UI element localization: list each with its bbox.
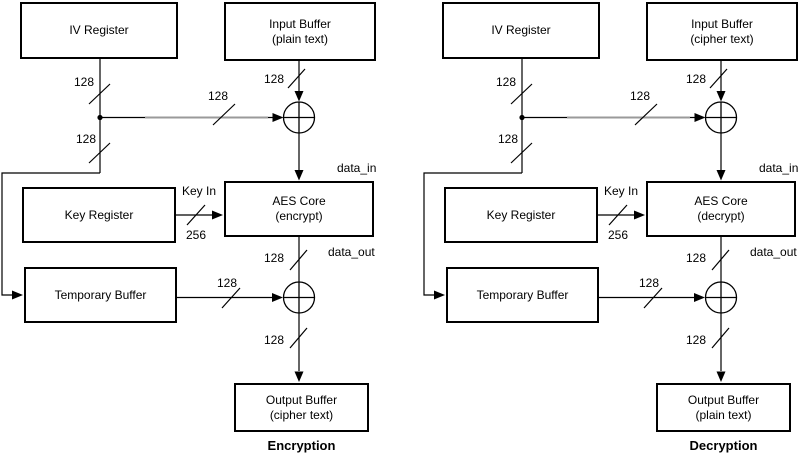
iv-register-label: IV Register (491, 23, 551, 37)
decryption-diagram: IV Register Input Buffer (cipher text) K… (422, 0, 799, 457)
temporary-buffer-box: Temporary Buffer (24, 267, 177, 323)
aes-core-box: AES Core (decrypt) (646, 181, 796, 237)
bus-width-label-key: 256 (608, 228, 629, 242)
output-buffer-label: Output Buffer (687, 392, 760, 407)
bus-width-label-temp: 128 (217, 276, 238, 290)
aes-core-box: AES Core (encrypt) (224, 181, 374, 237)
bus-width-label-output: 128 (264, 333, 285, 347)
key-register-box: Key Register (444, 187, 598, 243)
bus-width-label-iv-bottom: 128 (498, 132, 519, 146)
output-buffer-sublabel: (plain text) (695, 407, 752, 422)
aes-core-sublabel: (encrypt) (275, 209, 323, 223)
bus-width-label-iv-xor: 128 (630, 89, 651, 103)
iv-register-label: IV Register (69, 23, 129, 37)
input-buffer-box: Input Buffer (cipher text) (646, 2, 798, 61)
output-buffer-box: Output Buffer (cipher text) (234, 383, 369, 432)
iv-register-box: IV Register (442, 2, 600, 59)
iv-register-box: IV Register (20, 2, 178, 59)
input-buffer-sublabel: (plain text) (271, 31, 329, 46)
input-buffer-box: Input Buffer (plain text) (224, 2, 376, 61)
bus-width-label-aes-out: 128 (686, 251, 707, 265)
bus-width-label-input: 128 (686, 72, 707, 86)
aes-core-label: AES Core (694, 194, 748, 208)
bus-width-label-iv-xor: 128 (208, 89, 229, 103)
data-in-label: data_in (337, 161, 377, 175)
input-buffer-label: Input Buffer (269, 16, 331, 31)
temporary-buffer-label: Temporary Buffer (476, 287, 569, 302)
bus-width-label-temp: 128 (639, 276, 660, 290)
temporary-buffer-box: Temporary Buffer (446, 267, 599, 323)
encryption-diagram: IV Register Input Buffer (plain text) Ke… (0, 0, 378, 457)
bus-width-label-key: 256 (186, 228, 207, 242)
data-out-label: data_out (750, 245, 797, 259)
bus-width-label-iv-top: 128 (74, 75, 95, 89)
key-register-label: Key Register (64, 207, 134, 222)
key-register-label: Key Register (486, 207, 556, 222)
aes-core-label: AES Core (272, 194, 326, 208)
data-in-label: data_in (759, 161, 799, 175)
key-in-label: Key In (604, 184, 639, 198)
aes-core-sublabel: (decrypt) (697, 209, 745, 223)
output-buffer-box: Output Buffer (plain text) (656, 383, 791, 432)
panel-caption: Decryption (689, 438, 758, 453)
bus-width-label-iv-bottom: 128 (76, 132, 97, 146)
key-register-box: Key Register (22, 187, 176, 243)
input-buffer-label: Input Buffer (691, 16, 753, 31)
input-buffer-sublabel: (cipher text) (690, 31, 754, 46)
bus-width-label-input: 128 (264, 72, 285, 86)
bus-width-label-output: 128 (686, 333, 707, 347)
bus-width-label-aes-out: 128 (264, 251, 285, 265)
bus-width-label-iv-top: 128 (496, 75, 517, 89)
data-out-label: data_out (328, 245, 375, 259)
output-buffer-label: Output Buffer (265, 392, 338, 407)
panel-caption: Encryption (267, 438, 336, 453)
temporary-buffer-label: Temporary Buffer (54, 287, 147, 302)
output-buffer-sublabel: (cipher text) (269, 407, 334, 422)
key-in-label: Key In (182, 184, 217, 198)
